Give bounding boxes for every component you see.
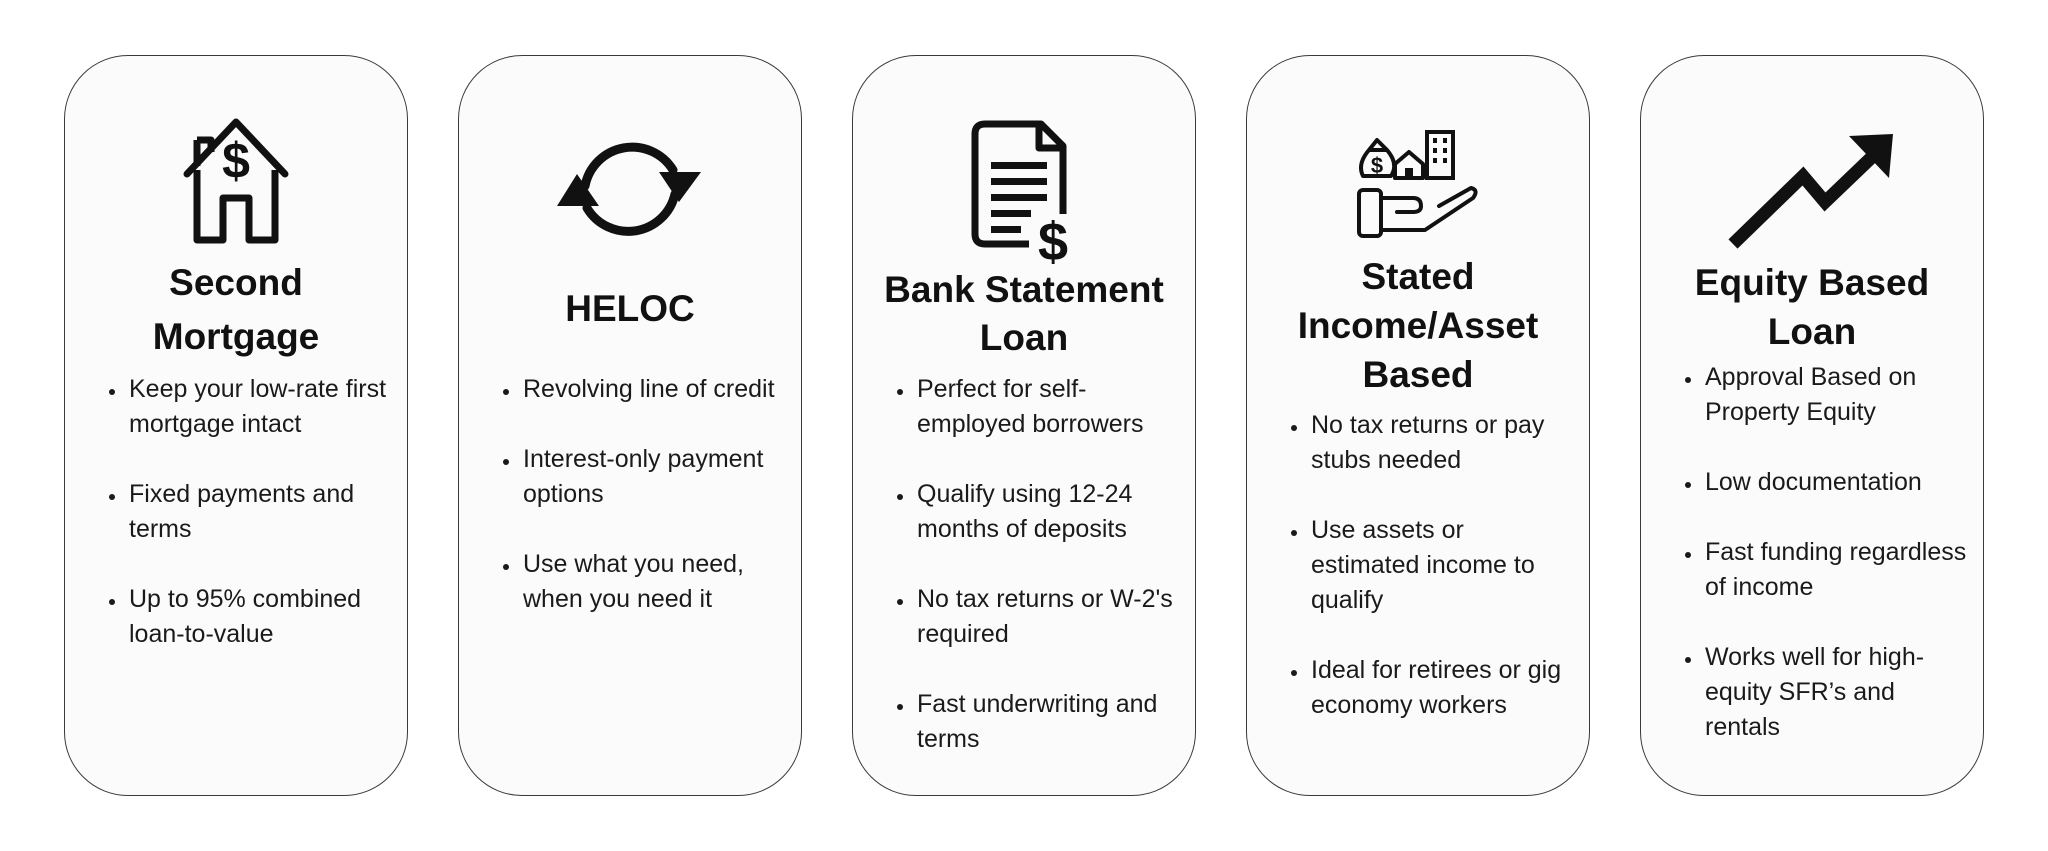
feature-list: Revolving line of credit Interest-only p… xyxy=(491,372,787,617)
list-item: Low documentation xyxy=(1703,465,1969,500)
card-second-mortgage: $ Second Mortgage Keep your low-rate fir… xyxy=(64,55,408,796)
list-item: Fast underwriting and terms xyxy=(915,687,1181,757)
refresh-cycle-icon xyxy=(555,124,705,254)
list-item: Qualify using 12-24 months of deposits xyxy=(915,477,1181,547)
list-item: No tax returns or pay stubs needed xyxy=(1309,408,1575,478)
list-item: Up to 95% combined loan-to-value xyxy=(127,582,393,652)
feature-list: No tax returns or pay stubs needed Use a… xyxy=(1279,408,1575,723)
svg-text:$: $ xyxy=(222,133,250,189)
list-item: No tax returns or W-2's required xyxy=(915,582,1181,652)
loan-options: $ Second Mortgage Keep your low-rate fir… xyxy=(64,55,1988,798)
feature-list: Perfect for self-employed borrowers Qual… xyxy=(885,372,1181,757)
card-title: Stated Income/Asset Based xyxy=(1297,256,1539,395)
svg-text:$: $ xyxy=(1038,212,1068,264)
card-equity-based-loan: Equity Based Loan Approval Based on Prop… xyxy=(1640,55,1984,796)
feature-list: Approval Based on Property Equity Low do… xyxy=(1673,360,1969,745)
feature-list: Keep your low-rate first mortgage intact… xyxy=(97,372,393,652)
svg-text:$: $ xyxy=(1371,153,1383,178)
list-item: Works well for high-equity SFR’s and ren… xyxy=(1703,640,1969,745)
list-item: Perfect for self-employed borrowers xyxy=(915,372,1181,442)
trend-up-arrow-icon xyxy=(1727,130,1897,254)
card-title: Bank Statement Loan xyxy=(884,269,1164,358)
list-item: Use assets or estimated income to qualif… xyxy=(1309,513,1575,618)
card-stated-income-asset: $ Stated Income/Asset Based xyxy=(1246,55,1590,796)
card-bank-statement-loan: $ Bank Statement Loan Perfect for self-e… xyxy=(852,55,1196,796)
list-item: Use what you need, when you need it xyxy=(521,547,787,617)
document-dollar-icon: $ xyxy=(969,116,1079,264)
list-item: Interest-only payment options xyxy=(521,442,787,512)
card-heloc: HELOC Revolving line of credit Interest-… xyxy=(458,55,802,796)
card-title: HELOC xyxy=(565,288,695,329)
list-item: Approval Based on Property Equity xyxy=(1703,360,1969,430)
list-item: Revolving line of credit xyxy=(521,372,787,407)
hand-assets-icon: $ xyxy=(1355,126,1481,244)
card-title: Equity Based Loan xyxy=(1694,262,1930,352)
list-item: Fast funding regardless of income xyxy=(1703,535,1969,605)
card-title: Second Mortgage xyxy=(152,262,320,357)
house-dollar-icon: $ xyxy=(173,114,299,246)
list-item: Keep your low-rate first mortgage intact xyxy=(127,372,393,442)
list-item: Fixed payments and terms xyxy=(127,477,393,547)
list-item: Ideal for retirees or gig economy worker… xyxy=(1309,653,1575,723)
